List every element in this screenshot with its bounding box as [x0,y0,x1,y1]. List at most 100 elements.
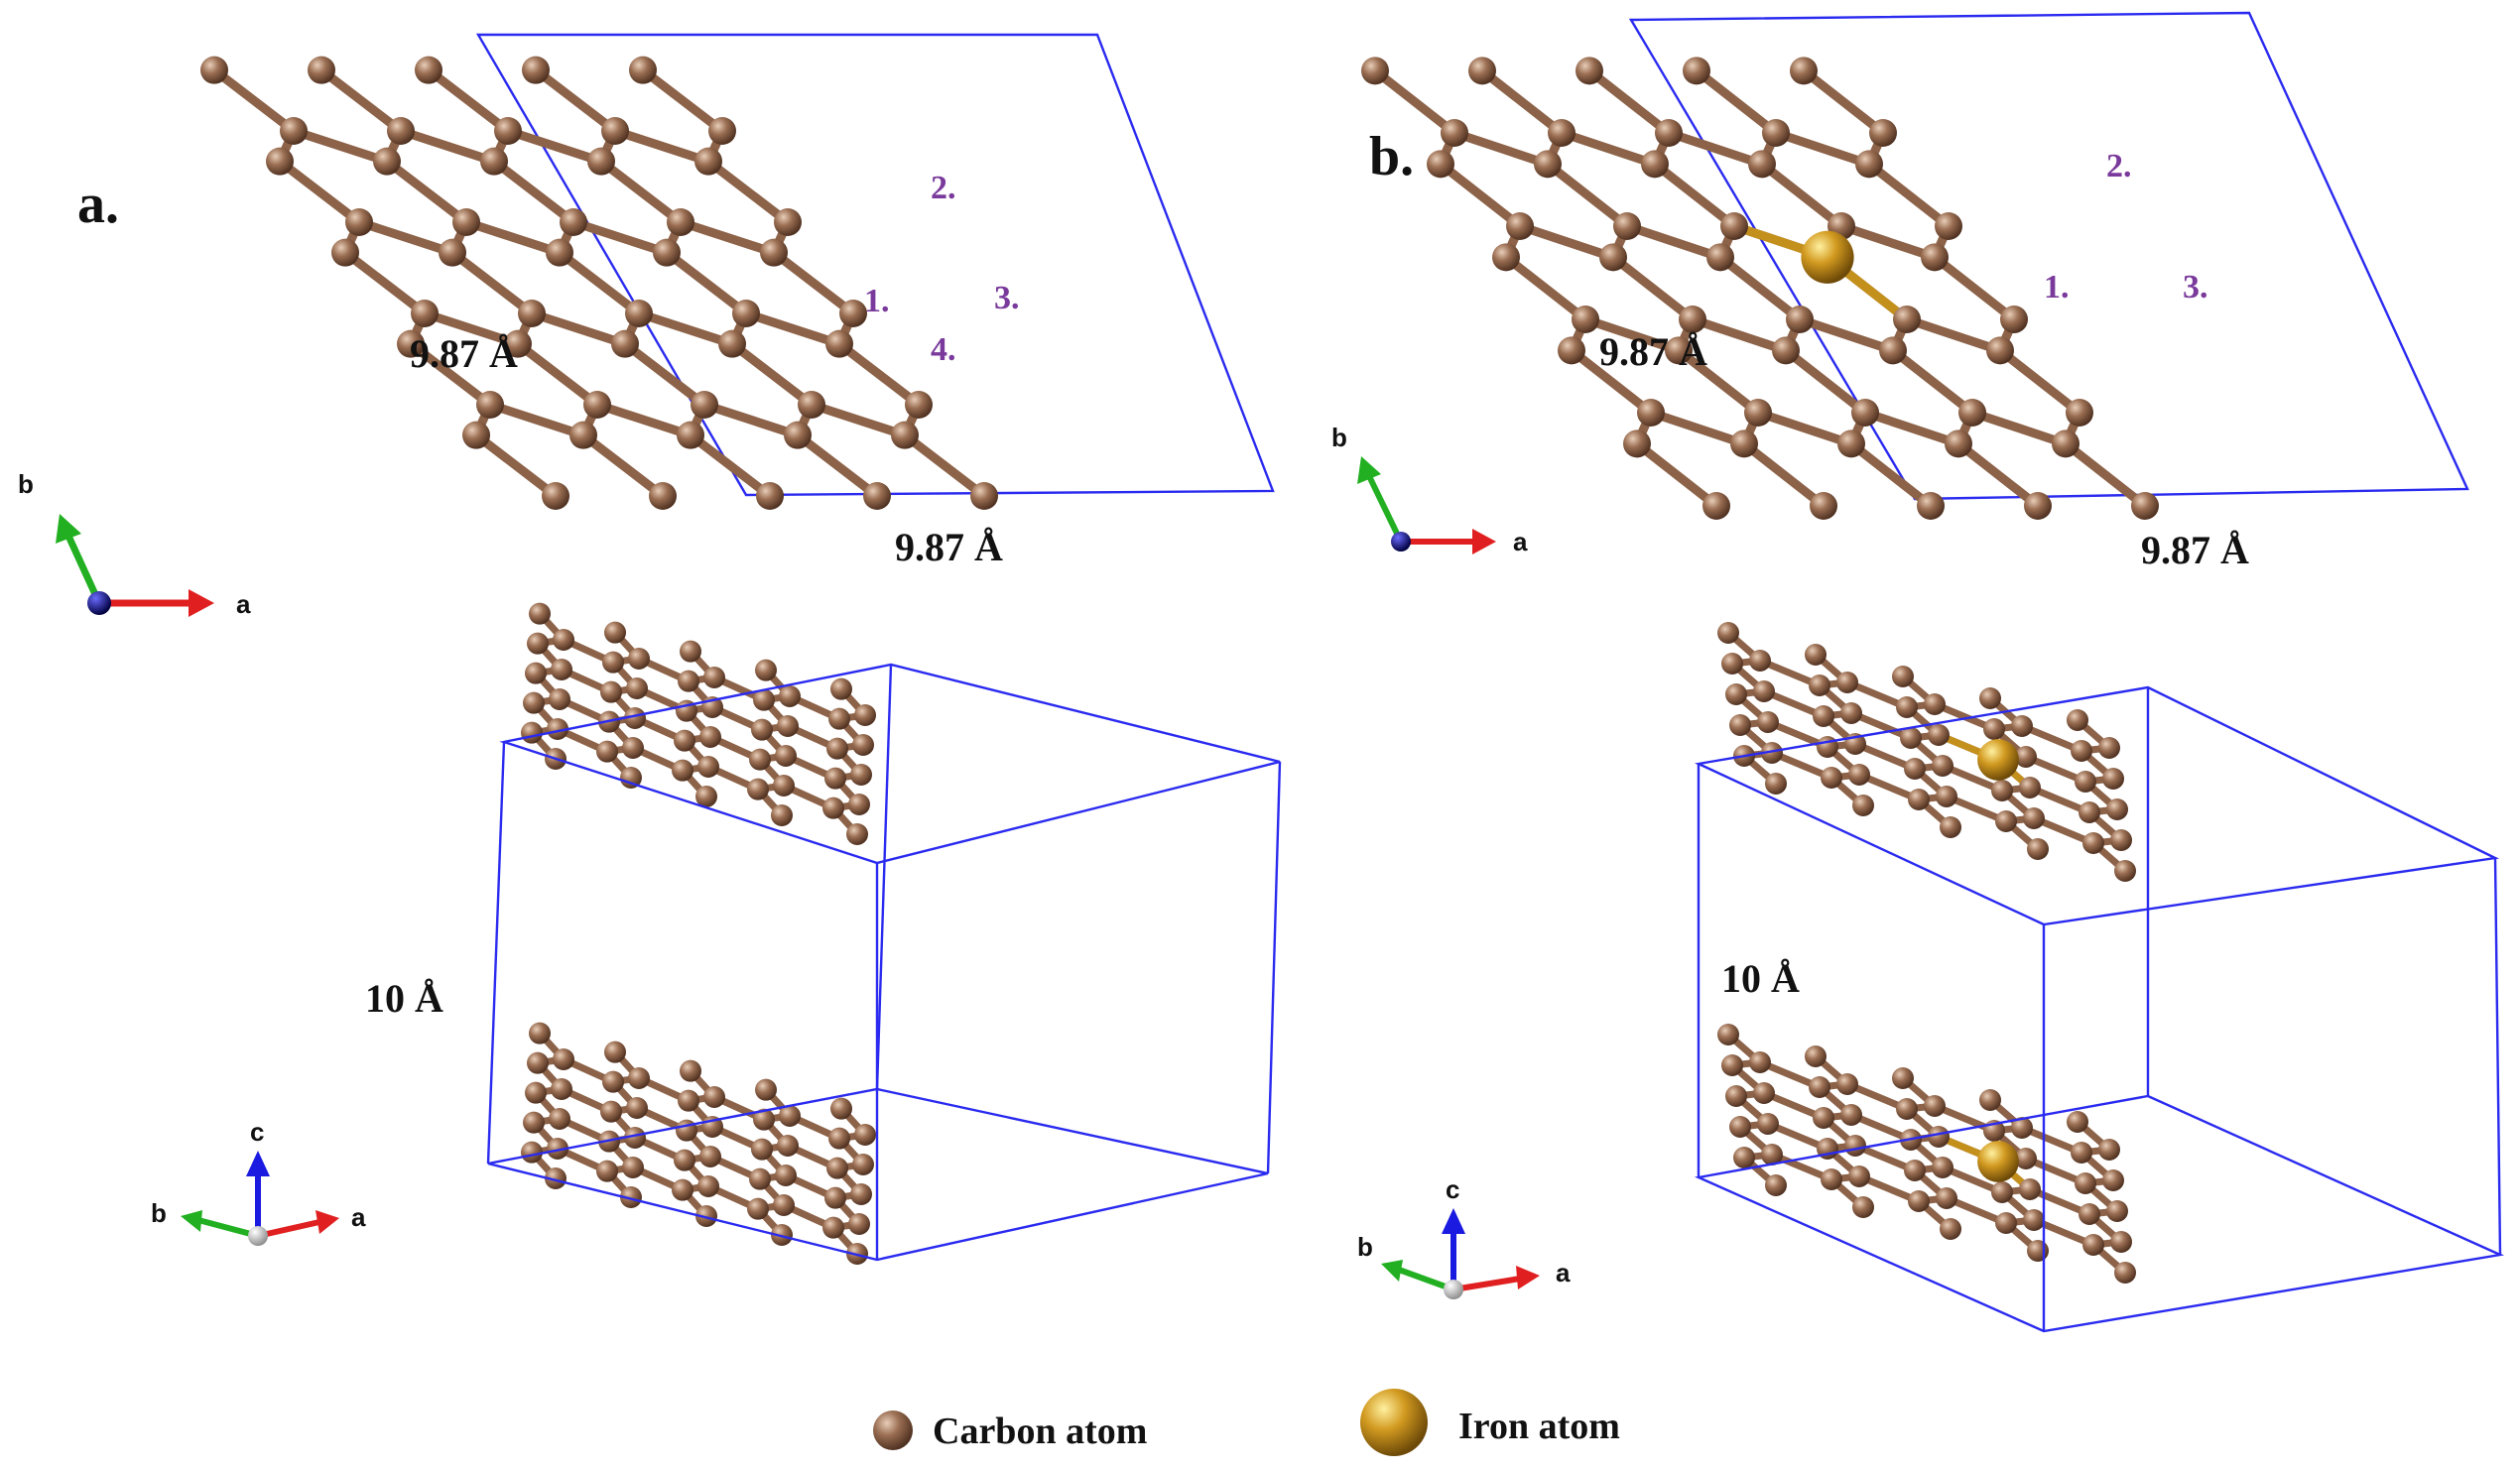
carbon-atom [672,759,693,782]
carbon-atom [773,775,795,797]
axis-label-b: b [1331,423,1347,452]
carbon-atom [672,1178,693,1201]
c-c-bond [1799,65,1888,138]
carbon-atom [2131,492,2159,520]
carbon-atom [1979,1089,2001,1111]
carbon-atom [826,737,848,760]
c-c-bond [807,400,910,440]
carbon-atom [732,300,760,327]
carbon-atom [1761,1144,1783,1165]
carbon-atom [1623,429,1651,458]
dimension-a-b: 9.87 Å [2141,528,2249,572]
dimension-a-a: 9.87 Å [895,525,1003,569]
axis-label-b: b [1357,1232,1373,1262]
carbon-atom [1575,57,1603,85]
carbon-atom [620,767,642,789]
carbon-atom [1744,399,1772,427]
carbon-atom [680,640,701,663]
c-c-bond [1753,408,1856,448]
carbon-atom [2098,1139,2120,1161]
carbon-atom [1940,1218,1961,1240]
carbon-atom [850,764,872,786]
carbon-atom [523,691,545,714]
carbon-atom [1821,1168,1842,1190]
site-label-3: 3. [2183,269,2208,306]
carbon-atom [2114,1262,2136,1284]
carbon-atom [2027,838,2049,860]
carbon-atom [760,238,788,267]
carbon-atom [905,391,933,419]
carbon-atom [1753,680,1775,702]
c-c-bond [1477,65,1567,138]
carbon-atom [476,391,504,419]
site-label-1: 1. [864,283,890,319]
carbon-atom [2075,1172,2096,1194]
axis-label-a: a [351,1202,366,1232]
carbon-atom [569,421,597,449]
carbon-atom [695,786,717,807]
carbon-atom [848,1213,870,1235]
carbon-atom [602,651,624,674]
carbon-atom [674,1149,695,1171]
carbon-atom [628,648,650,670]
c-c-bond [638,65,727,136]
carbon-atom [1892,666,1914,687]
site-label-4: 4. [931,331,956,368]
c-c-bond [610,126,713,167]
carbon-atom [1717,622,1739,644]
c-c-bond [471,430,561,501]
carbon-atom [667,208,694,236]
carbon-atom [699,726,721,748]
carbon-atom [2114,860,2136,882]
carbon-atom [2067,709,2088,731]
carbon-atom [2011,715,2033,737]
carbon-atom [596,1160,618,1182]
carbon-atom [547,718,568,740]
carbon-atom [415,56,442,84]
c-c-bond [793,430,882,501]
graphene-sheet-a-top [521,602,876,845]
c-c-bond [1888,345,1977,418]
axis-c-arrow [246,1151,270,1176]
carbon-atom [798,391,825,419]
c-c-bond [1646,408,1749,448]
c-c-bond [289,126,392,167]
fe-graphene-sheet-b-top [1717,622,2136,882]
axis-triad-a-top: a b [18,469,251,619]
carbon-atom [774,208,802,236]
carbon-atom [523,1111,545,1134]
carbon-atom [1837,429,1865,458]
carbon-atom [1441,119,1468,147]
carbon-atom [1762,119,1790,147]
carbon-atom [1613,212,1641,240]
axis-label-a: a [236,589,251,619]
carbon-atom [1720,212,1748,240]
carbon-atom [397,329,425,358]
carbon-atom [1991,1181,2013,1203]
axis-triad-b-top: a b [1331,423,1528,556]
carbon-atom [2082,1234,2104,1256]
carbon-atom [1427,150,1454,179]
carbon-atom [596,740,618,763]
c-c-bond [1664,128,1767,169]
c-c-bond [1543,159,1632,231]
carbon-atom [1936,1187,1957,1209]
carbon-atom [749,1167,771,1190]
carbon-atom [521,1141,543,1164]
carbon-atom [1995,810,2017,832]
carbon-atom [1717,1024,1739,1045]
c-c-bond [406,339,495,410]
carbon-atom [854,704,876,726]
carbon-atom [1840,1104,1862,1126]
c-c-bond [578,430,668,501]
axis-c-arrow [1442,1208,1465,1234]
carbon-atom [1995,1212,2017,1234]
carbon-atom [549,688,570,710]
carbon-atom [697,1175,719,1197]
carbon-atom [1765,773,1787,795]
panel-a-side-view [486,602,1282,1265]
carbon-atom [601,117,629,145]
carbon-atom [2052,429,2079,458]
carbon-atom [852,734,874,756]
c-c-bond [1795,314,1898,355]
